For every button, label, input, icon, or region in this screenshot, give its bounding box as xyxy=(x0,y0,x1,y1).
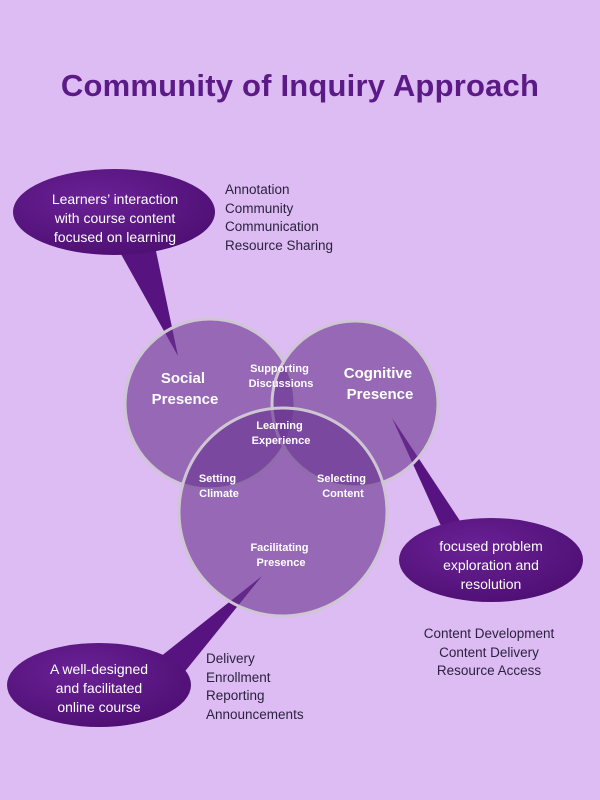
supporting-discussions-line2: Discussions xyxy=(249,378,314,390)
bubble-cognitive xyxy=(399,518,583,602)
learning-experience-line2: Experience xyxy=(252,435,311,447)
svg-text:Learning Experience: Learning Experience xyxy=(252,420,311,447)
social-presence-label-line2: Presence xyxy=(152,391,219,408)
list-item: Content Delivery xyxy=(439,644,539,660)
list-item: Delivery xyxy=(206,651,255,666)
bubble-facilitating-line: online course xyxy=(57,699,141,715)
list-item: Enrollment xyxy=(206,669,271,685)
svg-text:Cognitive Presence: Cognitive Presence xyxy=(344,365,417,403)
bubble-social-text: Learners’ interaction with course conten… xyxy=(30,190,200,247)
bubble-cognitive-text: focused problem exploration and resoluti… xyxy=(405,537,577,594)
list-item: Reporting xyxy=(206,688,265,703)
list-item: Content Development xyxy=(423,626,555,641)
circle-facilitating-presence xyxy=(177,406,389,618)
bubble-tail-social xyxy=(112,232,178,356)
social-presence-label-line1: Social xyxy=(161,370,205,387)
bubble-cognitive-line: resolution xyxy=(460,576,522,592)
bubble-social xyxy=(13,169,215,255)
selecting-content-line1: Selecting xyxy=(317,473,366,485)
selecting-content-line2: Content xyxy=(322,488,364,500)
list-item: Resource Sharing xyxy=(225,237,334,253)
svg-text:Setting Climate: Setting Climate xyxy=(199,473,239,500)
bubble-facilitating xyxy=(7,643,191,727)
list-item: Communication xyxy=(225,219,319,234)
bubble-facilitating-line: A well-designed xyxy=(49,661,149,677)
bubble-facilitating-line: and facilitated xyxy=(55,680,143,696)
cognitive-activities-list: Content Development Content Delivery Res… xyxy=(404,625,574,681)
learning-experience-line1: Learning xyxy=(256,420,302,432)
facilitating-presence-label-line1: Facilitating xyxy=(250,542,308,554)
svg-text:Facilitating Presence: Facilitating Presence xyxy=(250,542,311,569)
list-item: Announcements xyxy=(206,706,304,722)
svg-text:Social Presence: Social Presence xyxy=(152,370,219,408)
list-item: Community xyxy=(225,200,294,216)
setting-climate-line1: Setting xyxy=(199,473,236,485)
supporting-discussions-line1: Supporting xyxy=(250,363,309,375)
cognitive-presence-label-line1: Cognitive xyxy=(344,365,412,382)
facilitating-presence-label-line2: Presence xyxy=(257,557,306,569)
page-title: Community of Inquiry Approach xyxy=(60,68,540,103)
list-item: Resource Access xyxy=(436,663,542,678)
social-activities-list: Annotation Community Communication Resou… xyxy=(225,181,333,255)
list-item: Annotation xyxy=(225,182,290,197)
svg-text:Supporting Discussions: Supporting Discussions xyxy=(249,363,314,390)
facilitating-activities-list: Delivery Enrollment Reporting Announceme… xyxy=(206,650,304,724)
bubble-social-line: focused on learning xyxy=(53,229,177,245)
setting-climate-line2: Climate xyxy=(199,488,239,500)
cognitive-presence-label-line2: Presence xyxy=(347,386,414,403)
bubble-social-line: with course content xyxy=(54,210,176,226)
bubble-cognitive-line: focused problem xyxy=(439,538,543,554)
bubble-social-line: Learners’ interaction xyxy=(51,191,179,207)
svg-text:Selecting Content: Selecting Content xyxy=(317,473,369,500)
bubble-cognitive-line: exploration and xyxy=(443,557,539,573)
bubble-facilitating-text: A well-designed and facilitated online c… xyxy=(20,660,178,717)
